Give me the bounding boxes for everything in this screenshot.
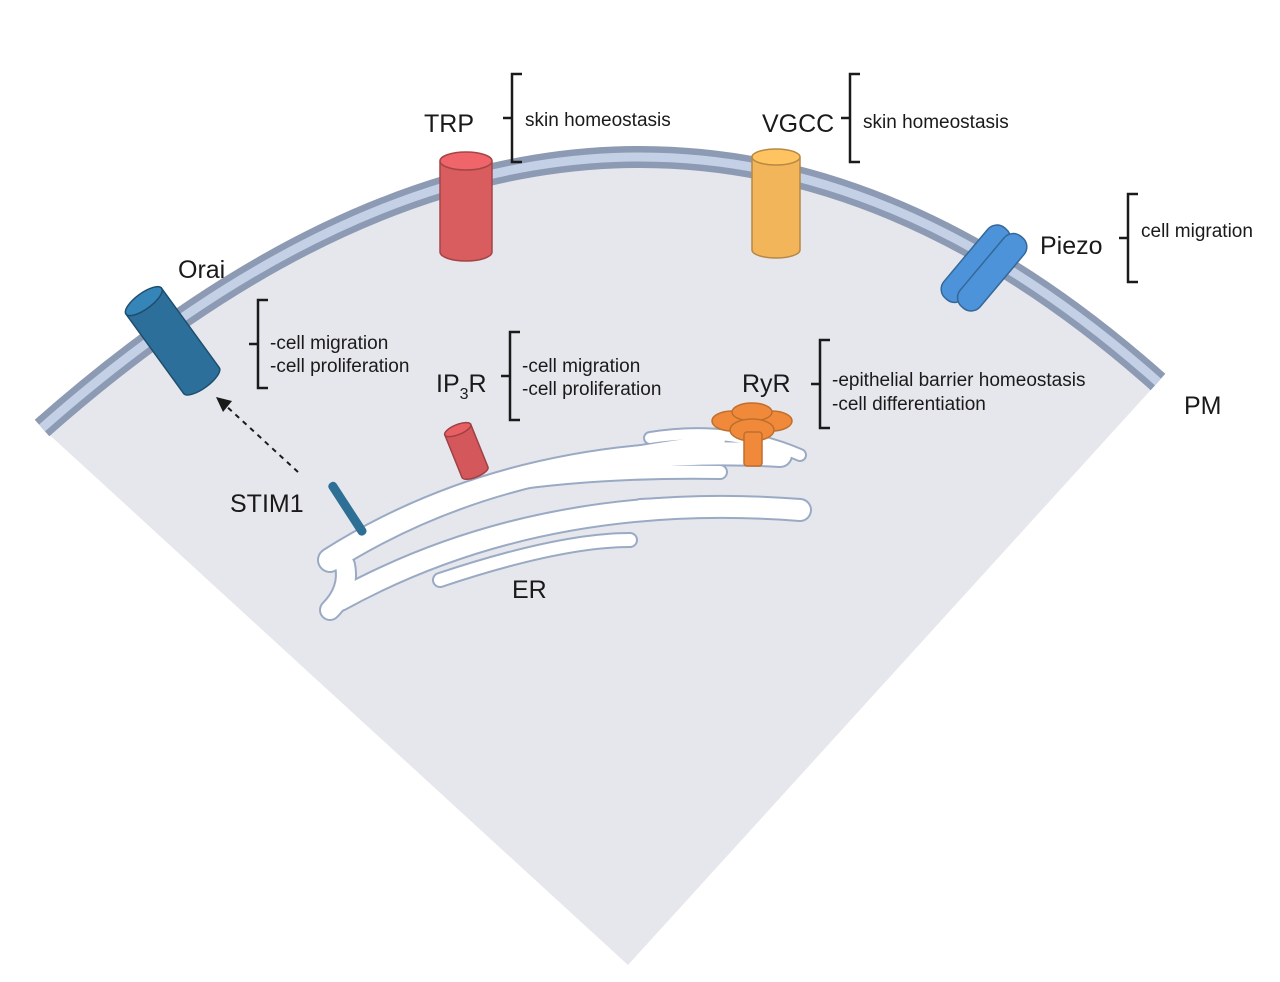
stim1-protein [328, 481, 367, 536]
trp-label: TRP [424, 110, 474, 138]
stim1-arrow [216, 397, 299, 473]
vgcc-channel [751, 148, 801, 259]
ip3r-channel [443, 421, 489, 480]
vgcc-label: VGCC [762, 110, 834, 138]
ip3r-label: IP3R [436, 370, 487, 403]
ryr-channel [711, 402, 793, 467]
cytoplasm-sector [42, 156, 1158, 965]
piezo-label: Piezo [1040, 232, 1103, 260]
orai-bracket [249, 298, 268, 390]
piezo-channel [940, 224, 1028, 312]
vgcc-function-1: skin homeostasis [863, 112, 1009, 133]
endoplasmic-reticulum [317, 427, 812, 621]
ip3r-bracket [501, 330, 520, 422]
orai-function-1: -cell migration [270, 333, 388, 354]
pm-label: PM [1184, 392, 1222, 420]
trp-bracket [503, 72, 522, 164]
ryr-function-1: -epithelial barrier homeostasis [832, 370, 1085, 391]
ryr-bracket [811, 338, 830, 430]
orai-label: Orai [178, 256, 225, 284]
er-label: ER [512, 576, 547, 604]
ip3r-function-1: -cell migration [522, 356, 640, 377]
ip3r-function-2: -cell proliferation [522, 379, 661, 400]
piezo-function-1: cell migration [1141, 221, 1253, 242]
vgcc-bracket [841, 72, 860, 164]
orai-function-2: -cell proliferation [270, 356, 409, 377]
ryr-function-2: -cell differentiation [832, 394, 986, 415]
trp-channel [439, 151, 493, 262]
trp-function-1: skin homeostasis [525, 110, 671, 131]
orai-channel [124, 285, 221, 396]
piezo-bracket [1119, 192, 1138, 284]
stim1-label: STIM1 [230, 490, 304, 518]
ryr-label: RyR [742, 370, 791, 398]
